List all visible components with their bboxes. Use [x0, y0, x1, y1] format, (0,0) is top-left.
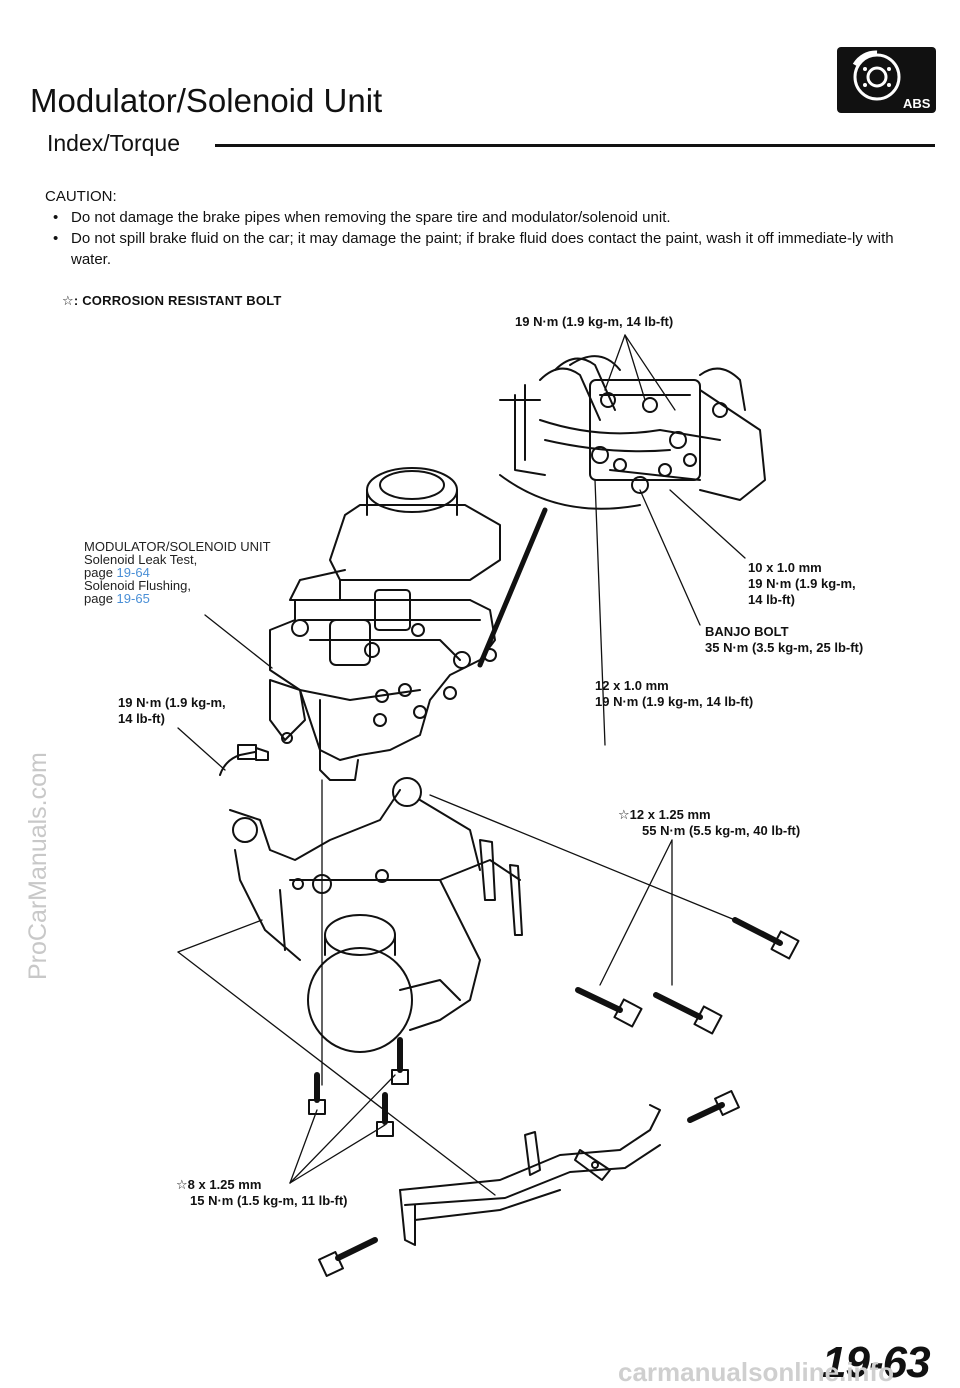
flushing-label: Solenoid Flushing,	[84, 578, 191, 593]
page-subtitle: Index/Torque	[47, 130, 180, 156]
star-icon: ☆	[618, 807, 630, 822]
inset-pipe-detail	[499, 355, 766, 510]
bolt	[376, 1092, 394, 1137]
fluid-reservoir	[289, 467, 501, 601]
callout-line: 8 x 1.25 mm	[187, 1177, 262, 1192]
callout-line: 10 x 1.0 mm	[748, 560, 822, 575]
callout-line: 12 x 1.25 mm	[629, 807, 711, 822]
page-number: 19-63	[822, 1338, 931, 1387]
torque-callout-left: 19 N·m (1.9 kg-m, 14 lb-ft)	[118, 695, 226, 727]
bolt	[687, 1090, 740, 1123]
brake-pipe-fitting	[219, 744, 269, 776]
modulator-body	[269, 589, 497, 781]
unit-note-title: MODULATOR/SOLENOID UNIT	[84, 539, 271, 554]
unit-note: MODULATOR/SOLENOID UNIT Solenoid Leak Te…	[84, 540, 271, 605]
bolt	[653, 992, 723, 1035]
callout-line: 55 N·m (5.5 kg-m, 40 lb-ft)	[642, 823, 801, 838]
caution-item: Do not damage the brake pipes when remov…	[45, 207, 925, 228]
abs-brake-disc-icon: ABS	[837, 47, 936, 113]
bolt	[732, 917, 800, 960]
legend: ☆: CORROSION RESISTANT BOLT	[62, 293, 282, 309]
torque-callout-top: 19 N·m (1.9 kg-m, 14 lb-ft)	[515, 314, 674, 329]
callout-line: 19 N·m (1.9 kg-m,	[118, 695, 226, 710]
caution-block: CAUTION: Do not damage the brake pipes w…	[45, 186, 925, 270]
caution-item: Do not spill brake fluid on the car; it …	[45, 228, 925, 270]
leader-lines	[177, 334, 746, 1196]
torque-callout-10x1: 10 x 1.0 mm 19 N·m (1.9 kg-m, 14 lb-ft)	[748, 560, 856, 608]
bolt	[308, 1072, 326, 1115]
callout-line: 15 N·m (1.5 kg-m, 11 lb-ft)	[190, 1193, 348, 1208]
star-icon: ☆	[176, 1177, 188, 1192]
support-bracket	[399, 1104, 661, 1246]
callout-line: 12 x 1.0 mm	[595, 678, 669, 693]
footer-watermark: carmanualsonline.info	[618, 1357, 894, 1387]
torque-callout-12x1: 12 x 1.0 mm 19 N·m (1.9 kg-m, 14 lb-ft)	[595, 678, 753, 710]
callout-line: 14 lb-ft)	[118, 711, 165, 726]
bolt	[391, 1037, 409, 1085]
callout-line: 19 N·m (1.9 kg-m,	[748, 576, 856, 591]
torque-callout-8x125: ☆8 x 1.25 mm 15 N·m (1.5 kg-m, 11 lb-ft)	[176, 1177, 347, 1209]
page-word: page	[84, 591, 113, 606]
page-word: page	[84, 565, 113, 580]
header-rule	[215, 144, 935, 147]
bolt	[575, 987, 643, 1028]
side-watermark: ProCarManuals.com	[24, 752, 52, 980]
legend-text: : CORROSION RESISTANT BOLT	[73, 293, 282, 308]
callout-line: 19 N·m (1.9 kg-m, 14 lb-ft)	[595, 694, 754, 709]
page-title: Modulator/Solenoid Unit	[30, 82, 383, 119]
torque-callout-banjo: BANJO BOLT 35 N·m (3.5 kg-m, 25 lb-ft)	[705, 624, 863, 656]
caution-heading: CAUTION:	[45, 188, 117, 205]
flushing-page-link[interactable]: 19-65	[116, 591, 150, 606]
accumulator	[307, 914, 413, 1053]
bolt	[318, 1237, 378, 1277]
callout-line: 14 lb-ft)	[748, 592, 795, 607]
leak-test-label: Solenoid Leak Test,	[84, 552, 198, 567]
leak-test-page-link[interactable]: 19-64	[116, 565, 150, 580]
torque-callout-12x125: ☆12 x 1.25 mm 55 N·m (5.5 kg-m, 40 lb-ft…	[618, 807, 800, 839]
star-icon: ☆	[62, 293, 74, 308]
mounting-bracket	[229, 777, 523, 1031]
callout-line: BANJO BOLT	[705, 624, 789, 639]
abs-badge-label: ABS	[903, 96, 931, 111]
callout-line: 35 N·m (3.5 kg-m, 25 lb-ft)	[705, 640, 864, 655]
